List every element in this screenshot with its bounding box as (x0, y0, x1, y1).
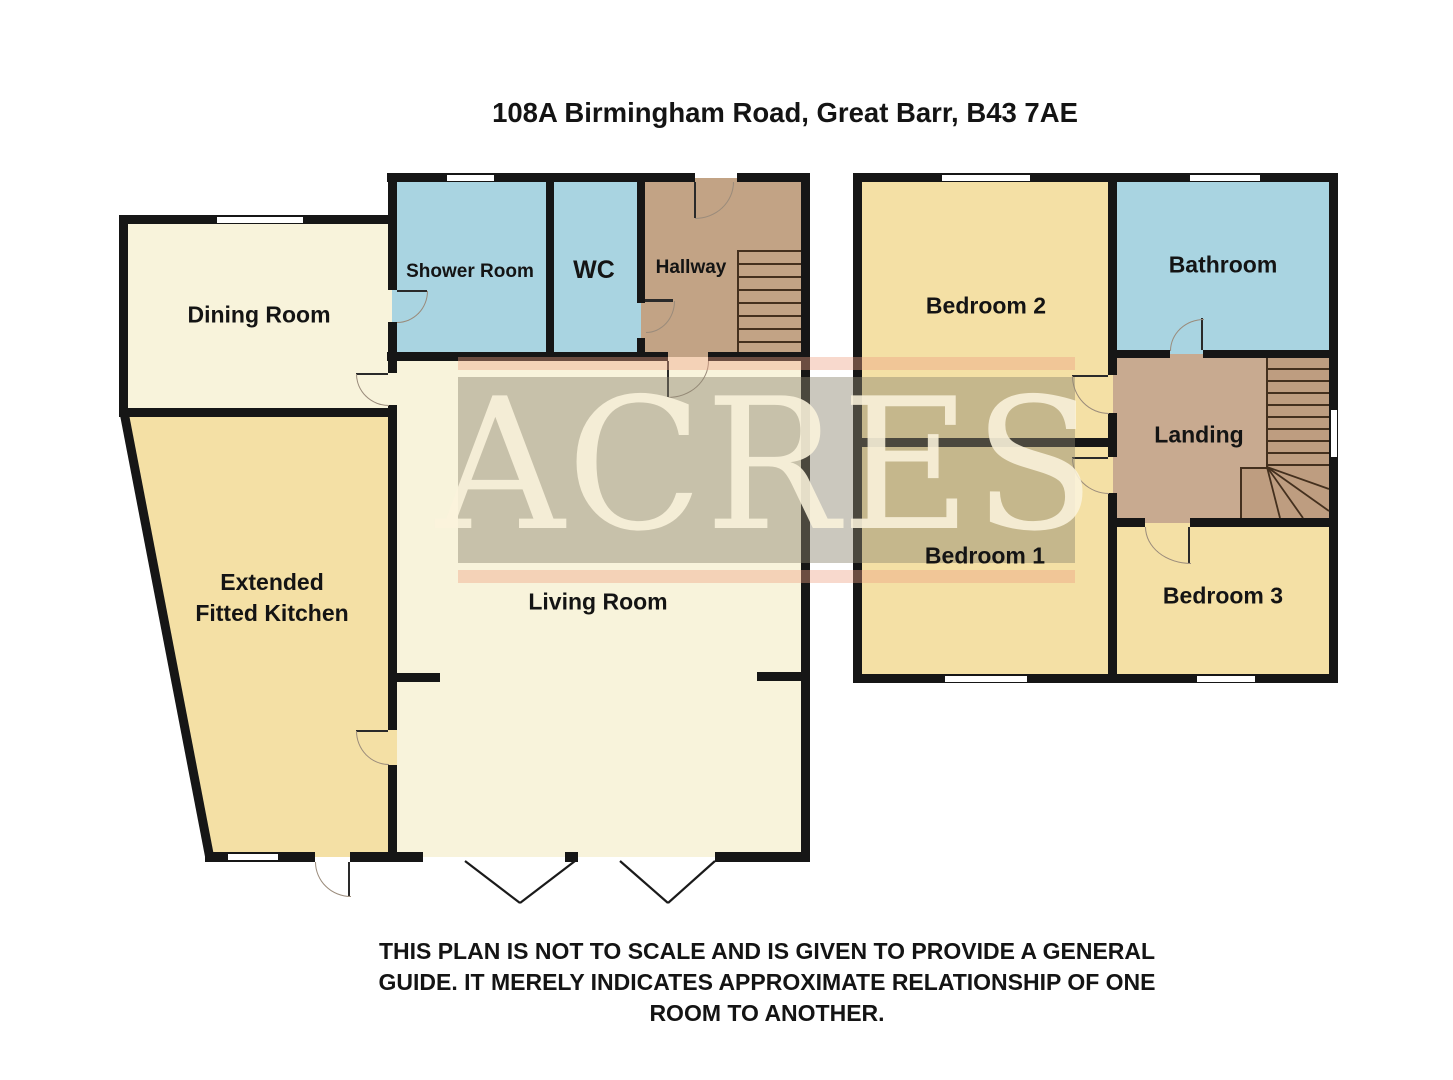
wall-segment (387, 173, 695, 182)
stair-tread-line (737, 250, 739, 352)
plan-title: 108A Birmingham Road, Great Barr, B43 7A… (492, 97, 1078, 128)
wall-segment (388, 765, 397, 852)
wall-segment (853, 674, 1338, 683)
wall-segment (397, 673, 440, 682)
room-label-hallway: Hallway (655, 257, 727, 279)
wall-segment (387, 352, 668, 361)
wall-segment (1108, 182, 1117, 358)
stair-tread-line (737, 276, 801, 278)
wall-segment (715, 852, 810, 862)
room-label-wc: WC (573, 256, 615, 285)
window-marker (1190, 174, 1260, 181)
wall-segment (801, 173, 810, 862)
room-label-living: Living Room (528, 588, 668, 615)
kitchen-label-line1: Extended (220, 568, 324, 595)
room-label-dining: Dining Room (187, 301, 331, 328)
wall-segment (862, 438, 1108, 447)
wall-segment (122, 408, 397, 417)
room-label-shower: Shower Room (406, 261, 534, 283)
room-bedroom3-fill (1113, 523, 1329, 678)
stair-tread-line (1266, 440, 1329, 442)
wall-segment (388, 322, 397, 373)
stair-tread-line (1266, 416, 1329, 418)
wall-segment (708, 352, 810, 361)
room-label-bedroom2: Bedroom 2 (925, 292, 1047, 319)
wall-segment (1108, 358, 1117, 375)
stairs-upper-fill (1266, 354, 1329, 467)
stair-tread-line (1266, 452, 1329, 454)
wall-segment (637, 182, 645, 303)
room-dining-fill (124, 219, 397, 413)
wall-segment (388, 178, 397, 290)
disclaimer-line-3: ROOM TO ANOTHER. (649, 1000, 885, 1026)
disclaimer-text: THIS PLAN IS NOT TO SCALE AND IS GIVEN T… (379, 936, 1156, 1029)
stair-tread-line (737, 250, 801, 252)
stair-tread-line (1266, 392, 1329, 394)
window-marker (1330, 410, 1337, 457)
wall-segment (565, 852, 578, 862)
patio-door-2-lines (619, 860, 716, 904)
room-living-fill (397, 357, 806, 857)
room-wc-fill (550, 178, 641, 357)
wall-segment (853, 173, 862, 683)
window-marker (1197, 675, 1255, 682)
stair-tread-line (1240, 467, 1267, 469)
disclaimer-line-2: GUIDE. IT MERELY INDICATES APPROXIMATE R… (378, 969, 1156, 995)
stair-tread-line (737, 289, 801, 291)
disclaimer-line-1: THIS PLAN IS NOT TO SCALE AND IS GIVEN T… (378, 938, 1156, 964)
room-label-landing: Landing (1154, 421, 1244, 448)
wall-segment (1108, 413, 1117, 457)
room-label-bedroom1: Bedroom 1 (924, 542, 1046, 569)
wall-segment (1108, 493, 1117, 523)
room-label-kitchen: Extended Fitted Kitchen (195, 567, 348, 629)
wall-segment (119, 215, 128, 417)
window-marker (228, 854, 278, 860)
stair-tread-line (1266, 428, 1329, 430)
wall-segment (1108, 527, 1117, 674)
stair-tread-line (1266, 464, 1329, 466)
wall-segment (737, 173, 810, 182)
stair-tread-line (737, 341, 801, 343)
kitchen-label-line2: Fitted Kitchen (195, 600, 349, 626)
wall-segment (388, 405, 397, 730)
stair-tread-line (1240, 467, 1242, 518)
wall-segment (1108, 518, 1145, 527)
stair-tread-line (737, 315, 801, 317)
room-bathroom-fill (1113, 182, 1329, 354)
room-bedroom2-fill (862, 182, 1113, 443)
window-marker (447, 174, 494, 181)
patio-door-1-lines (464, 860, 576, 904)
wc-door-leaf (645, 299, 673, 302)
wall-segment (546, 182, 554, 352)
wall-segment (637, 338, 645, 352)
room-bedroom1-fill (862, 443, 1113, 678)
wall-segment (1190, 518, 1333, 527)
stair-tread-line (737, 328, 801, 330)
stair-tread-line (1266, 380, 1329, 382)
stair-winder-fan-lines (1266, 466, 1330, 519)
wall-segment (350, 852, 423, 862)
stair-tread-line (737, 302, 801, 304)
wall-segment (757, 672, 810, 681)
room-shower-fill (392, 178, 550, 357)
stair-tread-line (1266, 404, 1329, 406)
room-label-bathroom: Bathroom (1168, 251, 1278, 278)
room-label-bedroom3: Bedroom 3 (1162, 582, 1284, 609)
wall-segment (1203, 350, 1333, 358)
window-marker (945, 675, 1027, 682)
stair-tread-line (737, 263, 801, 265)
window-marker (217, 216, 303, 223)
stair-tread-line (1266, 358, 1268, 467)
wall-segment (1108, 350, 1170, 358)
stair-tread-line (1266, 368, 1329, 370)
wall-segment (853, 173, 1338, 182)
room-hallway-fill (641, 178, 806, 357)
window-marker (942, 174, 1030, 181)
